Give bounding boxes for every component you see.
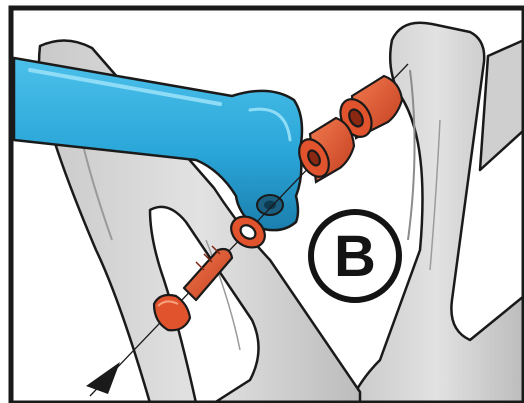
step-b-badge-icon [311,212,399,300]
